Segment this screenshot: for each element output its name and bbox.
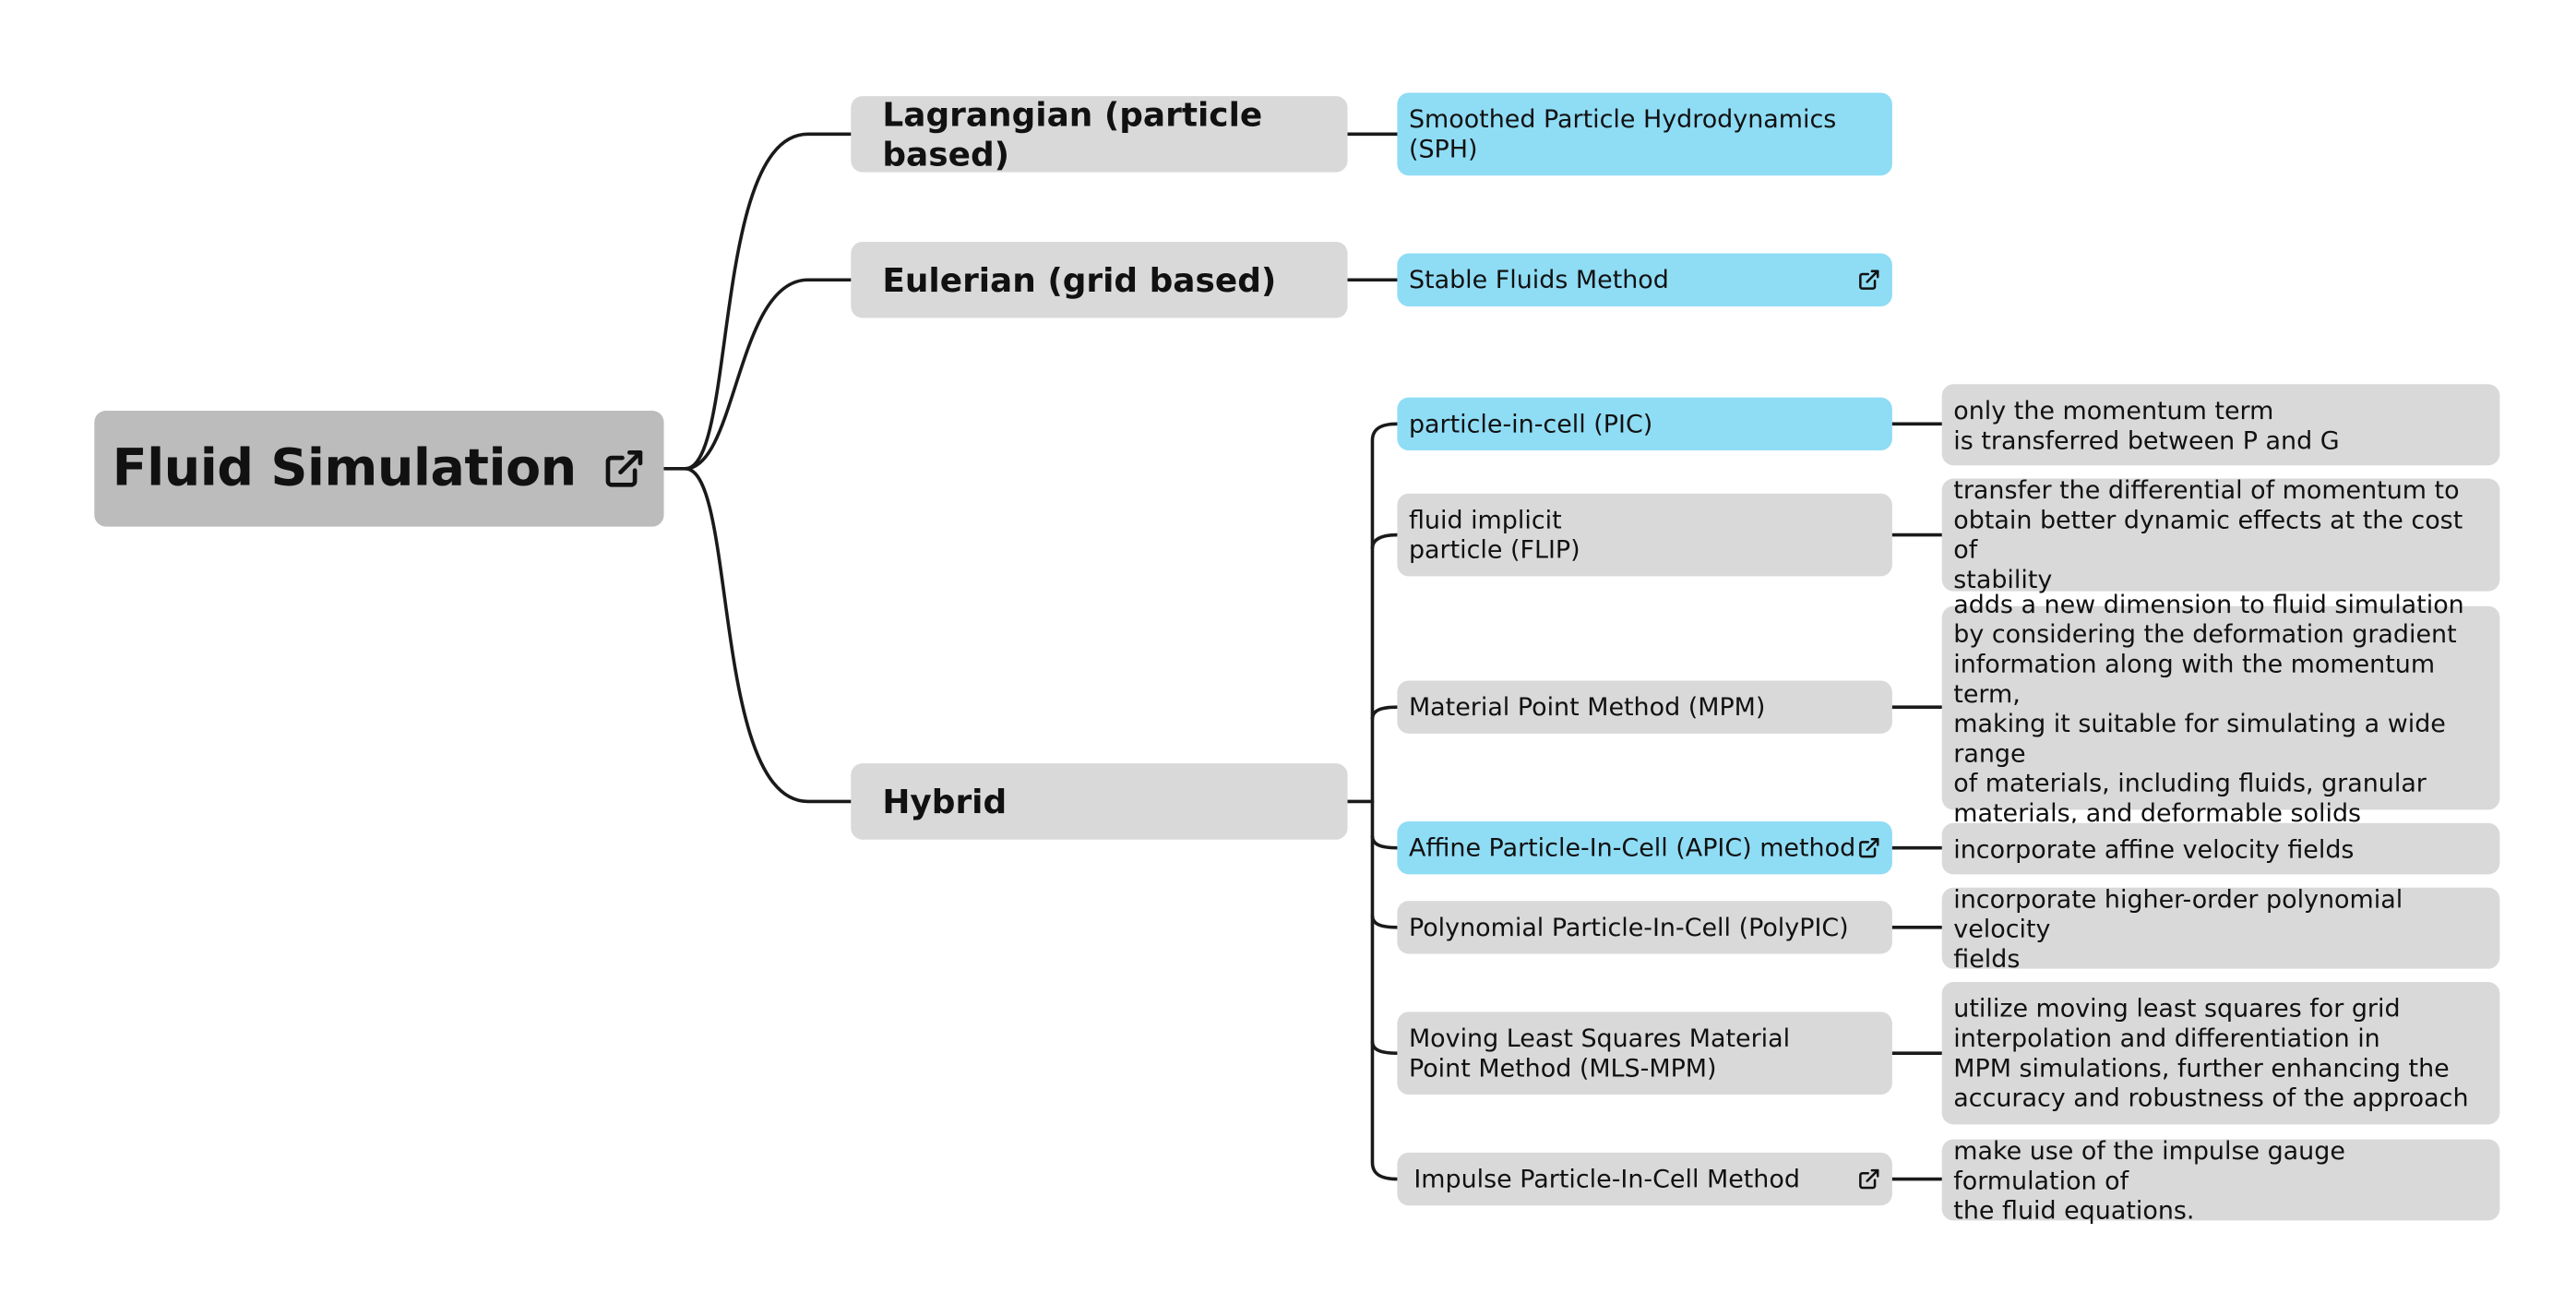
description-polypic[interactable]: incorporate higher-order polynomial velo… <box>1941 883 2500 973</box>
connector-hybrid-apic <box>1370 834 1400 850</box>
external-link-icon[interactable] <box>1857 836 1880 859</box>
method-impulse-pic[interactable]: Impulse Particle-In-Cell Method <box>1397 1152 1892 1206</box>
connector-root-hybrid <box>684 466 853 804</box>
branch-lagrangian[interactable]: Lagrangian (particle based) <box>851 94 1348 174</box>
description-apic[interactable]: incorporate affine velocity fields <box>1941 822 2500 875</box>
method-apic[interactable]: Affine Particle-In-Cell (APIC) method <box>1397 820 1892 875</box>
branch-label: Hybrid <box>882 781 1008 821</box>
connector-hybrid-mls <box>1370 1039 1400 1055</box>
connector-root-lagrangian <box>662 132 853 471</box>
description-mls-mpm[interactable]: utilize moving least squares for grid in… <box>1941 982 2500 1125</box>
branch-hybrid[interactable]: Hybrid <box>851 763 1348 840</box>
method-sph[interactable]: Smoothed Particle Hydrodynamics (SPH) <box>1397 92 1892 176</box>
connector-hybrid-mpm <box>1370 705 1400 721</box>
description-pic[interactable]: only the momentum term is transferred be… <box>1941 384 2500 466</box>
branch-label: Lagrangian (particle based) <box>882 94 1263 174</box>
description-text: only the momentum term is transferred be… <box>1953 394 2340 455</box>
description-text: utilize moving least squares for grid in… <box>1953 993 2469 1113</box>
method-label: Stable Fluids Method <box>1408 265 1669 295</box>
method-label: Affine Particle-In-Cell (APIC) method <box>1408 832 1856 863</box>
connector-root-eulerian <box>684 278 853 471</box>
description-text: incorporate higher-order polynomial velo… <box>1953 883 2403 974</box>
method-label: Material Point Method (MPM) <box>1408 692 1766 723</box>
connector-hybrid-flip <box>1370 533 1400 550</box>
method-mpm[interactable]: Material Point Method (MPM) <box>1397 680 1892 734</box>
method-label: fluid implicit particle (FLIP) <box>1408 505 1580 565</box>
root-node[interactable]: Fluid Simulation <box>94 410 664 527</box>
method-label: particle-in-cell (PIC) <box>1408 409 1653 439</box>
branch-eulerian[interactable]: Eulerian (grid based) <box>851 241 1348 318</box>
method-label: Moving Least Squares Material Point Meth… <box>1408 1023 1791 1084</box>
external-link-icon[interactable] <box>1857 269 1880 292</box>
method-flip[interactable]: fluid implicit particle (FLIP) <box>1397 493 1892 577</box>
method-polypic[interactable]: Polynomial Particle-In-Cell (PolyPIC) <box>1397 901 1892 954</box>
description-text: make use of the impulse gauge formulatio… <box>1953 1134 2345 1225</box>
description-impulse-pic[interactable]: make use of the impulse gauge formulatio… <box>1941 1135 2500 1225</box>
method-pic[interactable]: particle-in-cell (PIC) <box>1397 397 1892 451</box>
method-label: Impulse Particle-In-Cell Method <box>1413 1164 1800 1194</box>
description-flip[interactable]: transfer the differential of momentum to… <box>1941 475 2500 594</box>
method-mls-mpm[interactable]: Moving Least Squares Material Point Meth… <box>1397 1012 1892 1095</box>
description-mpm[interactable]: adds a new dimension to fluid simulation… <box>1941 589 2500 827</box>
method-label: Polynomial Particle-In-Cell (PolyPIC) <box>1408 912 1849 942</box>
method-stable-fluids[interactable]: Stable Fluids Method <box>1397 253 1892 306</box>
description-text: incorporate affine velocity fields <box>1953 833 2355 864</box>
description-text: transfer the differential of momentum to… <box>1953 474 2463 595</box>
connector-hybrid-polypic <box>1370 914 1400 929</box>
description-text: adds a new dimension to fluid simulation… <box>1953 588 2464 828</box>
root-label: Fluid Simulation <box>112 438 578 499</box>
external-link-icon[interactable] <box>1857 1167 1880 1191</box>
branch-label: Eulerian (grid based) <box>882 259 1277 300</box>
connector-hybrid-bracket <box>1370 422 1400 1181</box>
external-link-icon[interactable] <box>602 447 646 490</box>
method-label: Smoothed Particle Hydrodynamics (SPH) <box>1408 104 1837 164</box>
